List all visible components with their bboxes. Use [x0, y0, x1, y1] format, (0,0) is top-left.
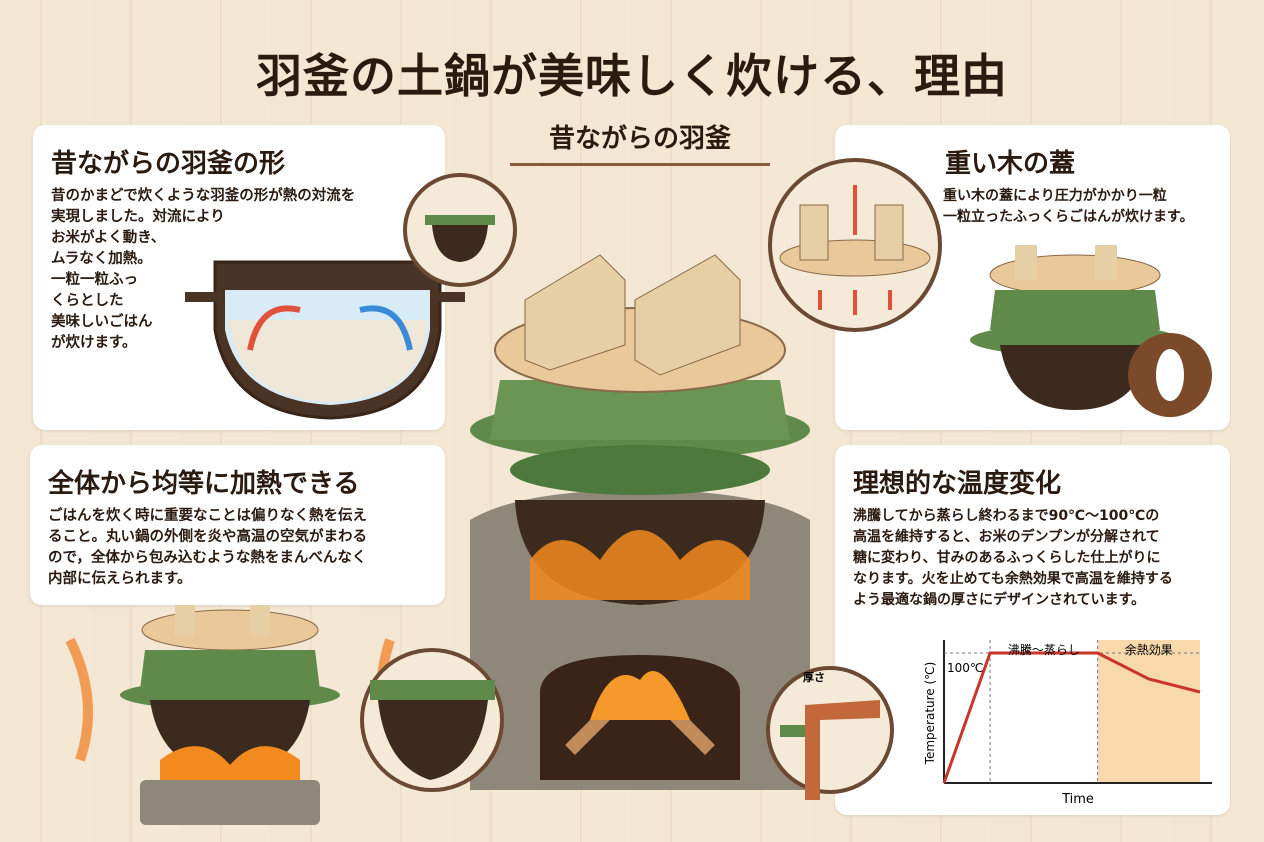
panel-text: 沸騰してから蒸らし終わるまで90℃～100℃の 高温を維持すると、お米のデンプン…: [853, 508, 1173, 608]
pot-detail-magnifier: [403, 173, 517, 287]
panel-heading: 重い木の蓋: [945, 149, 1076, 179]
temperature-curve: [942, 651, 1201, 784]
panel-text: 重い木の蓋により圧力がかかり一粒 一粒立ったふっくらごはんが炊けます。: [943, 188, 1194, 225]
panel-text: 昔のかまどで炊くような羽釜の形が熱の対流を 実現しました。対流により お米がよく…: [51, 188, 356, 351]
panel-heading: 昔ながらの羽釜の形: [51, 149, 286, 179]
page-title: 羽釜の土鍋が美味しく炊ける、理由: [256, 49, 1008, 103]
thickness-label: 厚さ: [803, 671, 825, 684]
convection-arrow-red: [247, 305, 301, 351]
heat-detail-magnifier: [360, 648, 504, 792]
residual-heat-zone: [1097, 640, 1200, 783]
panel-text: ごはんを炊く時に重要なことは偏りなく熱を伝え ること。丸い鍋の外側を炎や高温の空…: [48, 508, 367, 587]
phase-label-boiling: 沸騰～蒸らし: [1008, 642, 1080, 657]
temperature-chart: 沸騰～蒸らし 余熱効果 100℃ Time Temperature (℃): [923, 640, 1212, 807]
pot-cross-section: [185, 260, 465, 420]
y-axis-label: Temperature (℃): [923, 662, 937, 766]
panel-heating: 全体から均等に加熱できる ごはんを炊く時に重要なことは偏りなく熱を伝え ること。…: [30, 445, 445, 605]
reference-label: 100℃: [947, 661, 983, 675]
main-pot-illustration: [470, 254, 810, 790]
lid-pressure-magnifier: [768, 158, 942, 332]
center-subtitle: 昔ながらの羽釜: [510, 118, 770, 166]
lid-pot-illustration: [970, 245, 1212, 417]
heating-pot-illustration: [65, 605, 400, 825]
x-axis-label: Time: [1061, 792, 1094, 807]
convection-arrow-blue: [359, 305, 413, 351]
panel-heading: 全体から均等に加熱できる: [48, 469, 360, 499]
flame-icon: [590, 671, 690, 720]
phase-label-residual: 余熱効果: [1125, 642, 1173, 657]
thickness-magnifier: 厚さ: [766, 666, 894, 800]
panel-heading: 理想的な温度変化: [853, 469, 1062, 499]
